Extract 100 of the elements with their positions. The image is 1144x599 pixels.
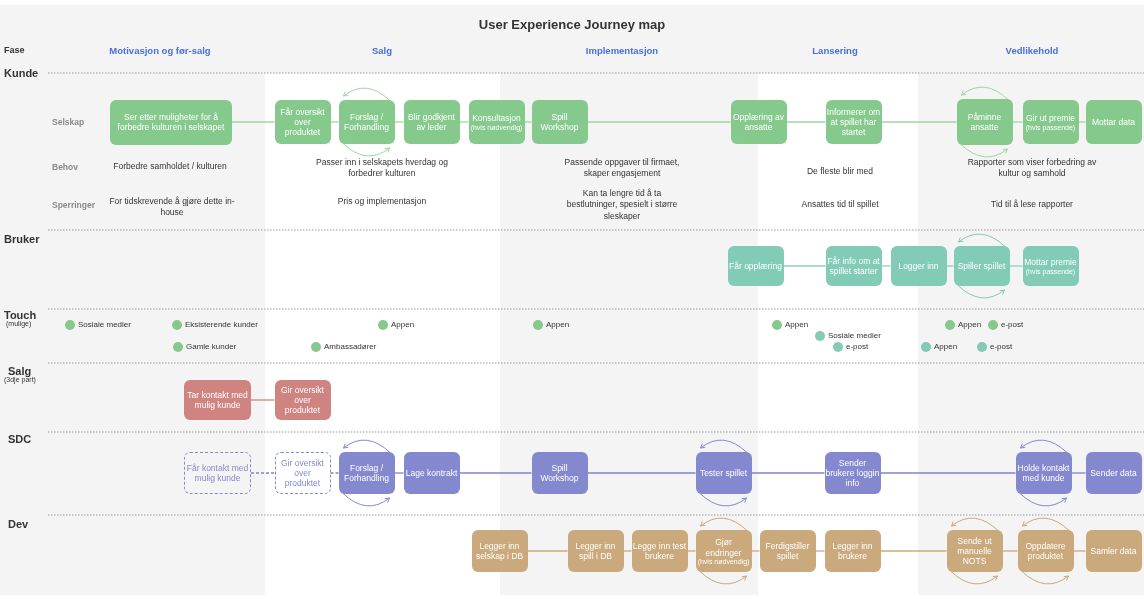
connector-line [945, 265, 955, 267]
step-box [695, 530, 752, 572]
description-text: Forbedre samholdet / kulturen [112, 161, 228, 173]
touchpoint-label: e-post [846, 341, 869, 353]
step-label: Opplæring av ansatte [732, 111, 785, 133]
connector-line [1011, 121, 1024, 123]
connector-line [250, 399, 276, 401]
step-label: Spiller spillet [957, 260, 1006, 272]
loop-arrow [1021, 570, 1069, 585]
connector-line [1070, 472, 1087, 474]
connector-line [750, 550, 761, 552]
step-label: Informerer om at spillet har startet [826, 106, 881, 138]
step-label: Forslag / Forhandling [343, 462, 390, 484]
step-label: Gir oversikt over produktet [280, 457, 325, 489]
step-box [338, 452, 395, 494]
loop-arrow [700, 517, 748, 532]
step-label: Gjør endringer [704, 537, 742, 558]
touchpoint-label: Appen [391, 319, 415, 331]
description-text: Kan ta lengre tid å ta bestlutninger, spesielt i større sleskaper [565, 188, 679, 223]
step-label: Legger inn brukere [831, 540, 874, 562]
step-label: Blir godkjent av leder [407, 111, 456, 133]
step-box [468, 100, 525, 144]
step-box [727, 246, 784, 286]
connector-line [785, 121, 827, 123]
touchpoint-label: Eksisterende kunder [185, 319, 258, 331]
step-box [274, 380, 331, 420]
step-box [759, 530, 816, 572]
lane-label: Bruker [4, 232, 40, 247]
step-box [730, 100, 787, 144]
loop-arrow [957, 284, 1005, 299]
loop-arrow [1019, 492, 1067, 507]
step-label: Logger inn [898, 260, 939, 272]
lane-label: Salg [8, 364, 32, 377]
touchpoint-label: e-post [990, 341, 1013, 353]
connector-line [329, 472, 340, 474]
step-box [403, 452, 460, 494]
step-label: Lage kontrakt [405, 467, 458, 479]
connector-line [750, 472, 826, 474]
lane-label: Touch [4, 308, 37, 321]
description-text: Ansattes tid til spillet [800, 199, 880, 211]
step-box [953, 246, 1010, 286]
lane-label: Kunde [4, 66, 39, 81]
step-label: Legger inn spill i DB [574, 540, 617, 562]
step-label: Samler data [1090, 545, 1137, 557]
step-label: Holde kontakt med kunde [1016, 462, 1071, 484]
loop-arrow [342, 492, 390, 507]
description-text: Passende oppgaver til firmaet, skaper engasjement [563, 157, 681, 180]
step-label: Får oversikt over produktet [279, 106, 326, 138]
connector-line [526, 550, 569, 552]
step-box [110, 99, 232, 145]
step-label: Tar kontakt med mulig kunde [186, 389, 249, 411]
step-label: Påminne ansatte [966, 111, 1003, 133]
step-label: Forslag / Forhandling [343, 111, 390, 133]
step-label: Sender data [1090, 467, 1137, 479]
step-box [531, 100, 588, 144]
connector-line [458, 472, 533, 474]
row-label: Behov [52, 161, 78, 174]
step-label: Spill Workshop [539, 462, 580, 484]
step-label: Gir oversikt over produktet [280, 384, 325, 416]
touchpoint-label: Gamle kunder [186, 341, 237, 353]
touchpoint-label: Appen [934, 341, 958, 353]
connector-line [586, 472, 697, 474]
step-label: Ser etter muligheter for å forbedre kulturen i selskapet [116, 111, 226, 133]
loop-arrow [700, 439, 748, 454]
description-text: Pris og implementasjon [336, 196, 428, 208]
step-box [825, 246, 882, 286]
step-label: Mottar premie [1024, 257, 1077, 268]
connector-line [1008, 265, 1024, 267]
step-label: Spill Workshop [539, 111, 580, 133]
connector-line [1077, 121, 1087, 123]
step-label: Mottar data [1092, 116, 1135, 128]
step-box [1022, 100, 1079, 144]
step-label: Får info om at spillet starter [826, 255, 881, 277]
connector-line [879, 550, 948, 552]
touchpoint-label: Ambassadører [324, 341, 377, 353]
loop-arrow [1022, 517, 1070, 532]
row-label: Sperringer [52, 199, 95, 212]
step-box [956, 99, 1013, 145]
diagram-title: User Experience Journey map [477, 16, 667, 34]
phase-header: Motivasjon og før-salg [108, 44, 212, 58]
step-label: Konsultasjon [472, 113, 521, 124]
step-label: Legger inn selskap i DB [474, 540, 525, 562]
step-box [184, 380, 251, 420]
row-label: Selskap [52, 116, 85, 129]
lane-label: SDC [8, 432, 32, 447]
step-box [184, 452, 251, 494]
connector-line [1001, 550, 1019, 552]
step-box [1085, 530, 1142, 572]
connector-line [250, 472, 276, 474]
connector-line [622, 550, 633, 552]
step-box [1085, 100, 1142, 144]
step-box [274, 100, 331, 144]
step-box [1015, 452, 1072, 494]
description-text: Passer inn i selskapets hverdag og forbedrer kulturen [315, 157, 449, 180]
loop-arrow [699, 492, 747, 507]
loop-arrow [343, 87, 391, 102]
connector-line [393, 121, 405, 123]
connector-line [880, 121, 958, 123]
loop-arrow [1020, 439, 1068, 454]
step-label: Får kontakt med mulig kunde [186, 462, 249, 484]
